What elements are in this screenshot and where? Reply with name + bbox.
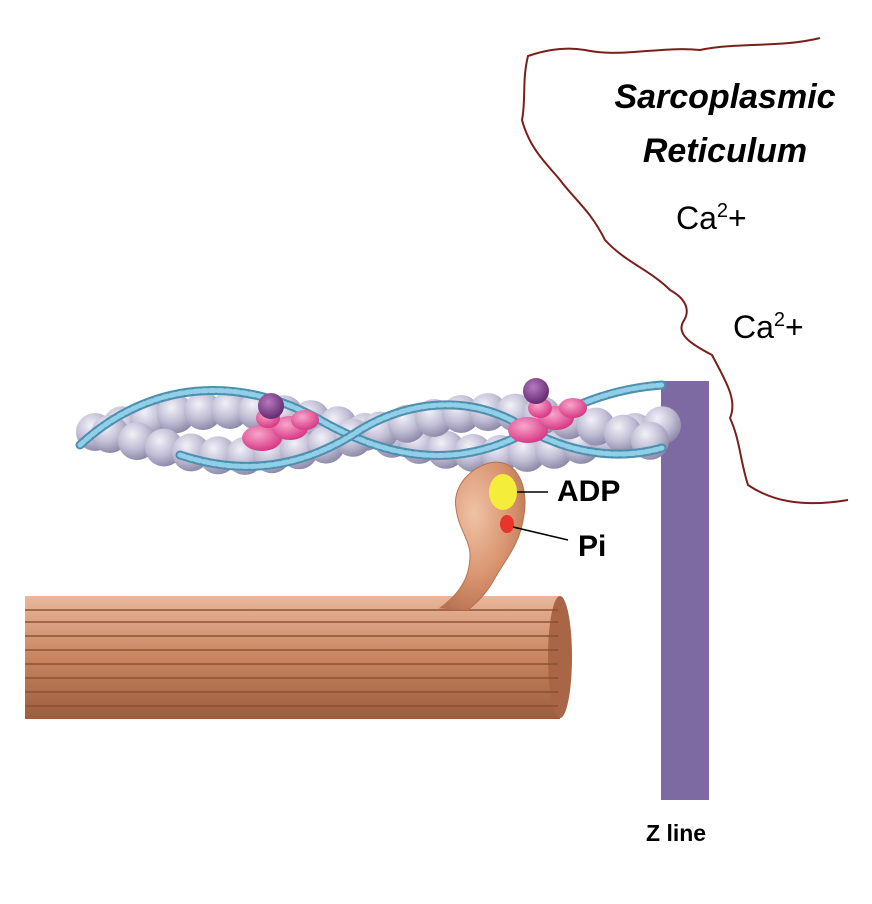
actin-bead [184, 392, 222, 431]
calcium-ion-label-2: Ca2+ [733, 309, 804, 346]
adp-molecule [489, 474, 517, 510]
sr-membrane [520, 37, 849, 505]
z-line-label: Z line [646, 820, 707, 846]
myosin-head [438, 461, 526, 611]
sarcoplasmic-reticulum-label: Sarcoplasmic Reticulum [560, 70, 872, 178]
myosin-filament [25, 596, 572, 719]
ion-exponent: 2 [716, 200, 729, 222]
adp-label: ADP [557, 475, 621, 508]
troponin-complex-1 [242, 393, 319, 451]
calcium-ion-label-1: Ca2+ [676, 200, 747, 237]
z-line [661, 381, 709, 800]
pi-label: Pi [578, 530, 607, 563]
pi-leader-line [512, 526, 569, 541]
ion-charge: + [728, 200, 747, 236]
troponin-complex-2 [508, 378, 587, 443]
ion-charge: + [785, 309, 804, 345]
filament-strands [25, 609, 558, 707]
sr-label-line1: Sarcoplasmic [614, 78, 836, 116]
ion-symbol: Ca [676, 200, 717, 236]
ion-symbol: Ca [733, 309, 774, 345]
sr-label-line2: Reticulum [642, 132, 808, 170]
ion-exponent: 2 [773, 309, 786, 331]
actin-bead [211, 391, 249, 429]
pi-molecule [500, 515, 514, 533]
